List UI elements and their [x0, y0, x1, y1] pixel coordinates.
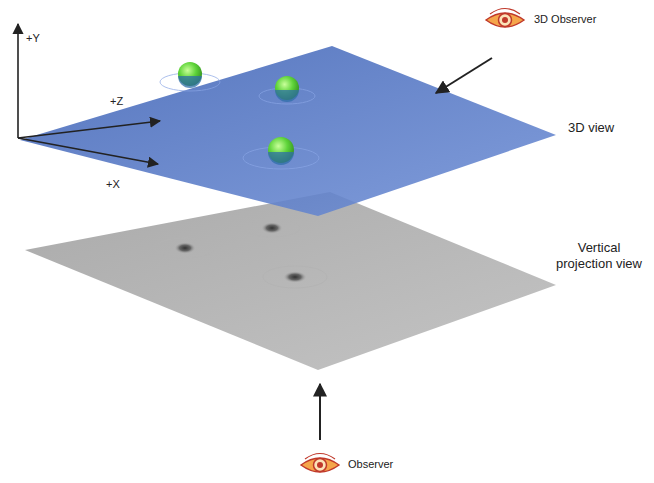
axis-label: +Y: [26, 32, 40, 45]
axes: [18, 24, 160, 164]
ripples: [160, 73, 319, 169]
axis-label: +X: [106, 178, 120, 191]
eye-icon: [301, 454, 339, 473]
projection-plane: [25, 192, 556, 370]
projection-marks: [155, 219, 327, 288]
plane-label: Vertical projection view: [554, 240, 644, 271]
3d-plane: [20, 46, 556, 216]
observer-label: Observer: [348, 458, 393, 471]
eye-icon: [486, 9, 524, 28]
spheres: [178, 62, 299, 165]
axis-label: +Z: [110, 95, 123, 108]
view-arrows: [320, 58, 492, 440]
observer-label: 3D Observer: [534, 13, 596, 26]
plane-label: 3D view: [568, 120, 614, 136]
